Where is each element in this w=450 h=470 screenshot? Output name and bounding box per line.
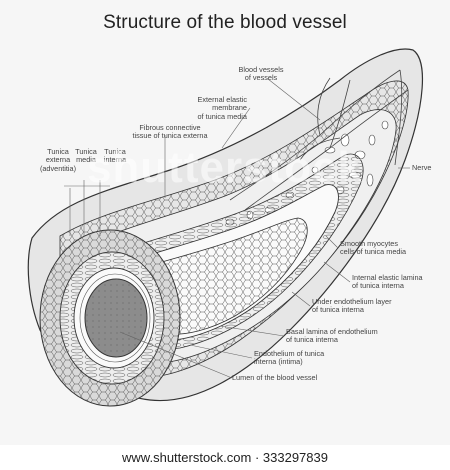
lumen-texture (85, 279, 147, 357)
label-under-endothelium: Under endothelium layer of tunica intern… (312, 297, 392, 315)
label-basal-lamina: Basal lamina of endothelium of tunica in… (286, 327, 378, 345)
label-nerve: Nerve (412, 163, 432, 172)
vasa-vasorum (229, 69, 409, 211)
label-blood-vessels-of-vessels: Blood vessels of vessels (238, 65, 284, 83)
label-internal-elastic-lamina: Internal elastic lamina of tunica intern… (352, 273, 423, 291)
label-fibrous-connective-tissue: Fibrous connective tissue of tunica exte… (132, 123, 208, 141)
label-tunica-interna: Tunica interna (103, 147, 127, 165)
nerve (394, 69, 403, 166)
page-title: Structure of the blood vessel (103, 12, 347, 33)
label-tunica-externa: Tunica externa (adventitia) (39, 147, 77, 173)
label-endothelium: Endothelium of tunica interna (intima) (254, 349, 325, 367)
watermark: shutterstock (86, 143, 364, 192)
label-smooth-myocytes: Smooth myocytes cells of tunica media (340, 239, 407, 257)
label-tunica-media: Tunica media (75, 147, 97, 165)
footer-credit: www.shutterstock.com · 333297839 (0, 445, 450, 470)
label-external-elastic-membrane: External elastic membrane of tunica medi… (197, 95, 248, 121)
cut-face-basal (79, 273, 151, 363)
label-lumen: Lumen of the blood vessel (232, 373, 318, 382)
blood-vessel-illustration (27, 48, 424, 407)
leader-lines (64, 78, 410, 379)
